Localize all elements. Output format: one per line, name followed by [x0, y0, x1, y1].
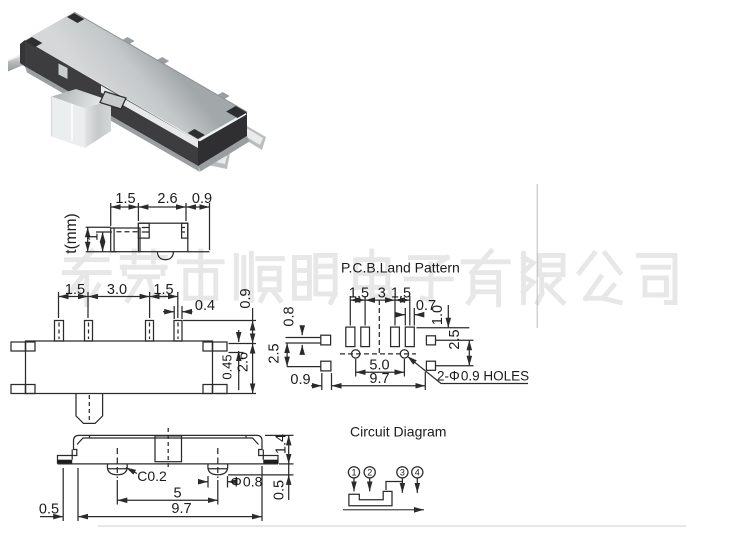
svg-text:1.0: 1.0 [430, 305, 446, 325]
svg-text:2.5: 2.5 [267, 343, 283, 363]
svg-text:1.5: 1.5 [65, 282, 85, 298]
svg-text:1.5: 1.5 [391, 286, 411, 302]
svg-text:0.5: 0.5 [272, 480, 288, 500]
svg-text:9.7: 9.7 [369, 371, 389, 387]
svg-text:1.5: 1.5 [153, 282, 173, 298]
svg-text:2.5: 2.5 [447, 329, 463, 349]
svg-text:5: 5 [173, 486, 181, 502]
svg-text:Φ 0.8: Φ 0.8 [231, 474, 263, 490]
svg-text:1.4: 1.4 [274, 434, 290, 454]
svg-text:2.6: 2.6 [236, 352, 252, 372]
svg-text:3.0: 3.0 [107, 282, 127, 298]
svg-text:1: 1 [86, 233, 102, 241]
svg-text:0.7: 0.7 [416, 298, 436, 314]
svg-text:2.6: 2.6 [157, 191, 177, 207]
svg-text:4: 4 [415, 468, 420, 478]
svg-text:1.5: 1.5 [349, 286, 369, 302]
svg-text:0.9: 0.9 [238, 288, 254, 308]
svg-text:0.45: 0.45 [220, 354, 235, 379]
svg-text:5.0: 5.0 [369, 358, 389, 374]
svg-text:2: 2 [367, 468, 372, 478]
svg-text:0.9: 0.9 [290, 372, 310, 388]
svg-text:1: 1 [351, 468, 356, 478]
svg-text:P.C.B.Land Pattern: P.C.B.Land Pattern [341, 260, 460, 276]
svg-text:Circuit Diagram: Circuit Diagram [350, 424, 446, 440]
svg-text:1.5: 1.5 [115, 191, 135, 207]
svg-text:9.7: 9.7 [171, 501, 191, 517]
svg-text:C0.2: C0.2 [137, 468, 167, 484]
svg-text:2-Φ 0.9 HOLES: 2-Φ 0.9 HOLES [437, 369, 529, 384]
svg-text:3: 3 [378, 286, 386, 302]
svg-text:0.8: 0.8 [282, 306, 298, 326]
svg-text:0.9: 0.9 [192, 191, 212, 207]
svg-text:t(mm): t(mm) [63, 213, 80, 253]
svg-text:3: 3 [400, 468, 405, 478]
svg-text:0.4: 0.4 [195, 298, 215, 314]
svg-text:0.5: 0.5 [39, 502, 59, 518]
